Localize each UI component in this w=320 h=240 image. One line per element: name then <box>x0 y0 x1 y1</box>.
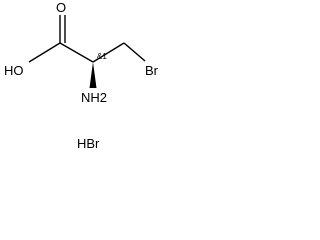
amine-wedge-bond <box>89 62 97 88</box>
chemical-structure: O HO NH2 Br &1 HBr <box>4 0 159 151</box>
amine-label: NH2 <box>81 90 107 105</box>
carboxyl-alpha-bond <box>59 42 94 63</box>
stereo-descriptor: &1 <box>97 52 107 61</box>
carboxyl-oh-bond <box>28 42 61 63</box>
carbonyl-oxygen-label: O <box>56 0 66 15</box>
salt-label: HBr <box>77 136 100 151</box>
bromine-label: Br <box>145 63 159 78</box>
hydroxyl-label: HO <box>4 63 24 78</box>
alpha-ch2-bond <box>92 42 125 63</box>
ch2-br-bond <box>123 42 146 62</box>
